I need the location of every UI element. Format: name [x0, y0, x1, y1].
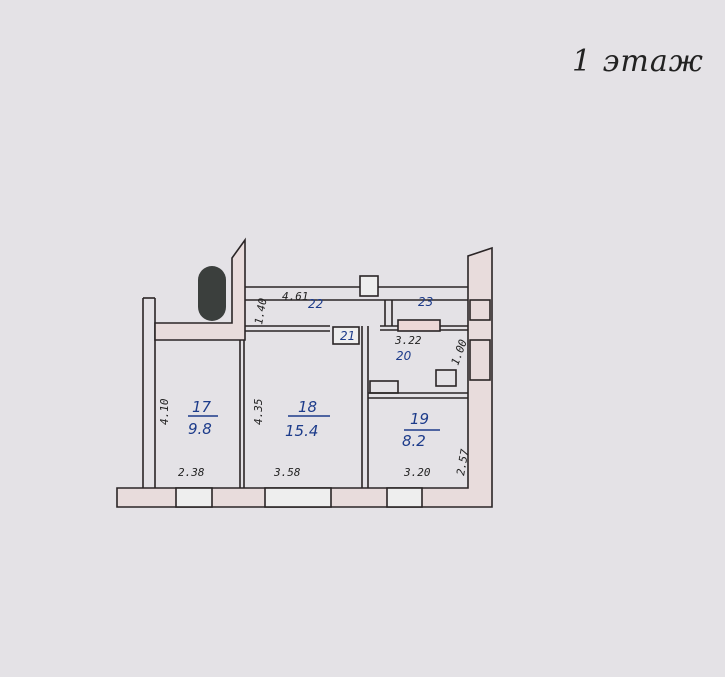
svg-text:1.00: 1.00	[449, 337, 470, 367]
svg-text:4.61: 4.61	[282, 290, 309, 303]
svg-text:4.10: 4.10	[158, 398, 171, 425]
svg-text:3.20: 3.20	[403, 466, 431, 479]
room-17-area: 9.8	[188, 420, 212, 438]
room-19-number: 19	[410, 410, 429, 428]
room-19-area: 8.2	[402, 432, 426, 450]
svg-text:2.57: 2.57	[454, 448, 471, 477]
redaction-mark	[198, 266, 226, 321]
svg-text:23: 23	[418, 295, 433, 309]
svg-text:21: 21	[340, 329, 355, 343]
svg-text:4.35: 4.35	[252, 399, 265, 426]
svg-text:2.38: 2.38	[178, 466, 205, 479]
svg-text:3.58: 3.58	[273, 466, 301, 479]
svg-text:1.40: 1.40	[252, 297, 269, 326]
room-18-number: 18	[298, 398, 317, 416]
room-18-area: 15.4	[285, 422, 318, 440]
room-17-number: 17	[192, 398, 212, 416]
svg-text:22: 22	[308, 297, 323, 311]
svg-text:20: 20	[396, 349, 412, 363]
svg-text:3.22: 3.22	[394, 334, 422, 347]
floor-title: 1 этаж	[572, 44, 704, 79]
